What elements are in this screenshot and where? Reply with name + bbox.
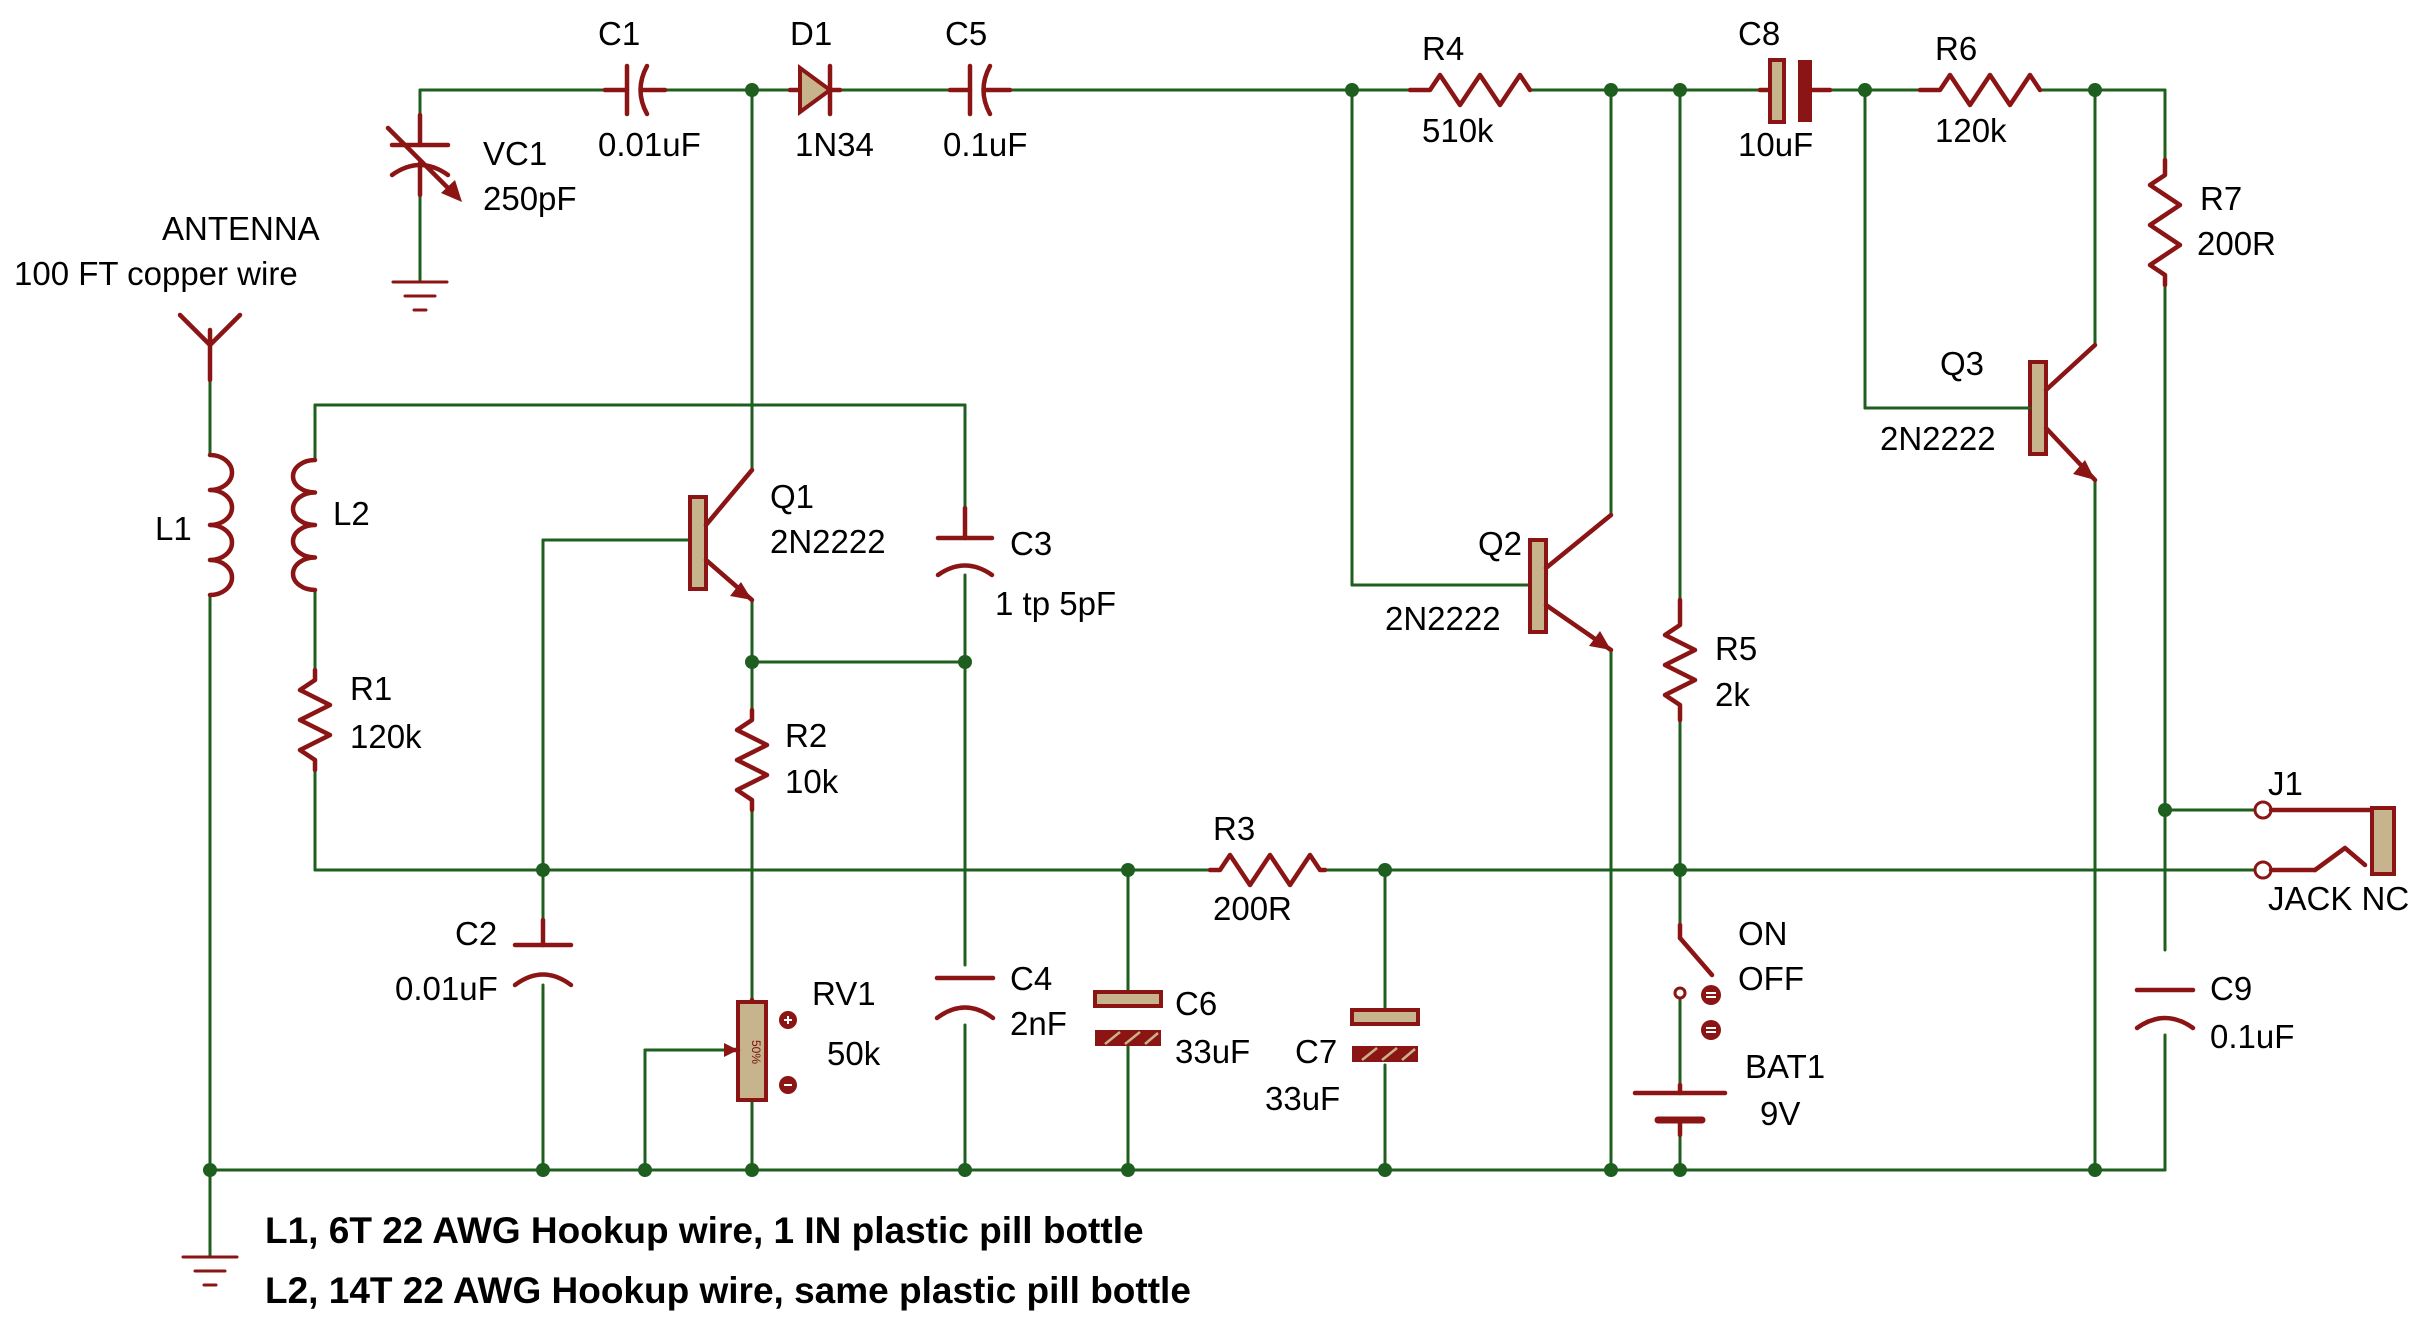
transistor-q2 bbox=[1528, 512, 1614, 653]
switch-off-label: OFF bbox=[1738, 960, 1804, 997]
resistor-r5 bbox=[1662, 597, 1698, 723]
antenna-wire-label: 100 FT copper wire bbox=[14, 255, 298, 292]
c6-value: 33uF bbox=[1175, 1033, 1250, 1070]
capacitor-c3 bbox=[935, 505, 995, 578]
r6-ref: R6 bbox=[1935, 30, 1977, 67]
c3-ref: C3 bbox=[1010, 525, 1052, 562]
j1-value: JACK NC bbox=[2268, 880, 2409, 917]
r3-ref: R3 bbox=[1213, 810, 1255, 847]
battery-bat1 bbox=[1632, 1082, 1728, 1138]
resistor-r6 bbox=[1917, 72, 2043, 108]
c1-ref: C1 bbox=[598, 15, 640, 52]
c9-value: 0.1uF bbox=[2210, 1018, 2294, 1055]
transistor-q1 bbox=[688, 467, 755, 603]
ground-symbol-vc1 bbox=[391, 280, 449, 312]
c7-value: 33uF bbox=[1265, 1080, 1340, 1117]
rv1-adjust-buttons[interactable] bbox=[779, 1011, 797, 1094]
power-switch[interactable] bbox=[1673, 922, 1715, 1000]
r1-ref: R1 bbox=[350, 670, 392, 707]
c4-ref: C4 bbox=[1010, 960, 1052, 997]
inductor-l1 bbox=[207, 452, 235, 598]
capacitor-c2 bbox=[512, 917, 574, 988]
switch-on-label: ON bbox=[1738, 915, 1788, 952]
antenna-symbol bbox=[177, 312, 243, 383]
r6-value: 120k bbox=[1935, 112, 2007, 149]
q3-ref: Q3 bbox=[1940, 345, 1984, 382]
c7-ref: C7 bbox=[1295, 1033, 1337, 1070]
r7-ref: R7 bbox=[2200, 180, 2242, 217]
capacitor-c1 bbox=[602, 63, 668, 117]
capacitor-c5 bbox=[947, 63, 1013, 117]
note-l2: L2, 14T 22 AWG Hookup wire, same plastic… bbox=[265, 1270, 1191, 1311]
inductor-l2 bbox=[290, 457, 318, 593]
c2-value: 0.01uF bbox=[395, 970, 498, 1007]
resistor-r3 bbox=[1207, 852, 1328, 888]
electrolytic-capacitor-c6 bbox=[1093, 990, 1163, 1046]
switch-indicator-dots bbox=[1701, 985, 1721, 1040]
r3-value: 200R bbox=[1213, 890, 1292, 927]
r2-value: 10k bbox=[785, 763, 839, 800]
c9-ref: C9 bbox=[2210, 970, 2252, 1007]
q2-value: 2N2222 bbox=[1385, 600, 1501, 637]
c8-ref: C8 bbox=[1738, 15, 1780, 52]
vc1-ref: VC1 bbox=[483, 135, 547, 172]
electrolytic-capacitor-c8 bbox=[1757, 58, 1833, 124]
resistor-r1 bbox=[297, 667, 333, 773]
l1-ref: L1 bbox=[155, 510, 192, 547]
winding-notes: L1, 6T 22 AWG Hookup wire, 1 IN plastic … bbox=[265, 1210, 1191, 1311]
l2-ref: L2 bbox=[333, 495, 370, 532]
rv1-value: 50k bbox=[827, 1035, 881, 1072]
note-l1: L1, 6T 22 AWG Hookup wire, 1 IN plastic … bbox=[265, 1210, 1144, 1251]
r2-ref: R2 bbox=[785, 717, 827, 754]
wires bbox=[208, 88, 2257, 1257]
r5-ref: R5 bbox=[1715, 630, 1757, 667]
capacitor-c4 bbox=[934, 975, 996, 1021]
resistor-r4 bbox=[1407, 72, 1533, 108]
j1-ref: J1 bbox=[2268, 765, 2303, 802]
q3-value: 2N2222 bbox=[1880, 420, 1996, 457]
q1-ref: Q1 bbox=[770, 478, 814, 515]
c6-ref: C6 bbox=[1175, 985, 1217, 1022]
c4-value: 2nF bbox=[1010, 1005, 1067, 1042]
c3-value: 1 tp 5pF bbox=[995, 585, 1116, 622]
capacitor-c9 bbox=[2134, 987, 2196, 1031]
r7-value: 200R bbox=[2197, 225, 2276, 262]
r4-ref: R4 bbox=[1422, 30, 1464, 67]
r1-value: 120k bbox=[350, 718, 422, 755]
antenna-label: ANTENNA bbox=[162, 210, 320, 247]
bat1-ref: BAT1 bbox=[1745, 1048, 1825, 1085]
c5-value: 0.1uF bbox=[943, 126, 1027, 163]
junction-dots bbox=[203, 83, 2172, 1177]
resistor-r7 bbox=[2147, 157, 2183, 288]
rv1-ref: RV1 bbox=[812, 975, 876, 1012]
transistor-q3 bbox=[1973, 342, 2098, 483]
ground-symbol-main bbox=[181, 1255, 239, 1287]
c5-ref: C5 bbox=[945, 15, 987, 52]
potentiometer-rv1: 50% bbox=[724, 997, 768, 1102]
bat1-value: 9V bbox=[1760, 1095, 1800, 1132]
c2-ref: C2 bbox=[455, 915, 497, 952]
r4-value: 510k bbox=[1422, 112, 1494, 149]
audio-jack-j1[interactable] bbox=[2253, 800, 2396, 880]
q2-ref: Q2 bbox=[1478, 525, 1522, 562]
vc1-value: 250pF bbox=[483, 180, 577, 217]
d1-ref: D1 bbox=[790, 15, 832, 52]
electrolytic-capacitor-c7 bbox=[1350, 1008, 1420, 1062]
diode-d1 bbox=[787, 63, 843, 117]
component-labels: VC1 250pF C1 0.01uF D1 1N34 C5 0.1uF R4 … bbox=[14, 15, 2409, 1132]
rv1-wiper-position: 50% bbox=[749, 1040, 763, 1064]
variable-capacitor-vc1 bbox=[385, 112, 462, 202]
c1-value: 0.01uF bbox=[598, 126, 701, 163]
c8-value: 10uF bbox=[1738, 126, 1813, 163]
resistor-r2 bbox=[734, 707, 770, 813]
d1-value: 1N34 bbox=[795, 126, 874, 163]
r5-value: 2k bbox=[1715, 676, 1750, 713]
q1-value: 2N2222 bbox=[770, 523, 886, 560]
